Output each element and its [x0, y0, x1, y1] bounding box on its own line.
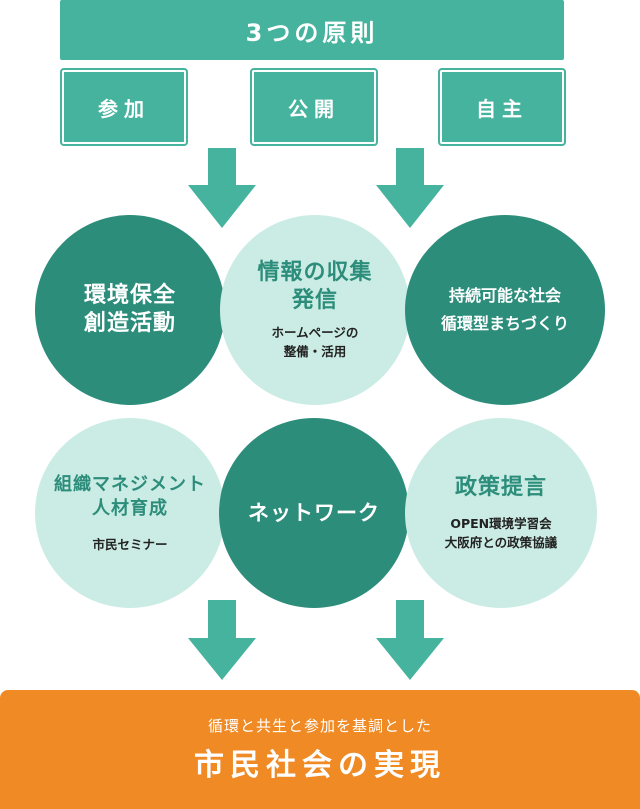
principle-label: 参加 [98, 96, 150, 121]
principles-title: 3つの原則 [245, 18, 379, 47]
down-arrow-bottom-left [188, 600, 256, 680]
down-arrow-bottom-right [376, 600, 444, 680]
circle-title: 持続可能な社会 [448, 286, 561, 305]
principle-autonomy: 自主 [440, 70, 564, 144]
circle-subtitle: OPEN環境学習会 [450, 516, 552, 531]
circle-policy-proposal: 政策提言 OPEN環境学習会 大阪府との政策協議 [405, 418, 597, 608]
circle-subtitle: ホームページの [271, 325, 359, 340]
goal-subtitle: 循環と共生と参加を基調とした [207, 717, 432, 735]
circle-network: ネットワーク [219, 418, 409, 608]
goal-title: 市民社会の実現 [194, 748, 446, 783]
circle-title: 人材育成 [92, 497, 168, 519]
circle-title: 創造活動 [83, 311, 176, 336]
circle-title: 組織マネジメント [54, 473, 206, 495]
principle-label: 公開 [288, 96, 340, 121]
circle-organization-management: 組織マネジメント 人材育成 市民セミナー [35, 418, 225, 608]
circle-title: 発信 [291, 288, 338, 313]
circle-subtitle: 大阪府との政策協議 [444, 535, 558, 550]
circle-subtitle: 市民セミナー [92, 536, 168, 552]
circle-title: ネットワーク [248, 501, 380, 525]
circle-title: 循環型まちづくり [440, 314, 569, 333]
down-arrow-top-right [376, 148, 444, 228]
down-arrow-top-left [188, 148, 256, 228]
principle-openness: 公開 [252, 70, 376, 144]
circle-title: 政策提言 [454, 475, 547, 500]
circle-information: 情報の収集 発信 ホームページの 整備・活用 [220, 215, 410, 405]
circle-sustainable-society: 持続可能な社会 循環型まちづくり [405, 215, 605, 405]
circle-environmental-activity: 環境保全 創造活動 [35, 215, 225, 405]
principles-header: 3つの原則 [60, 0, 564, 60]
goal-banner: 循環と共生と参加を基調とした 市民社会の実現 [0, 690, 640, 809]
principle-label: 自主 [476, 96, 528, 121]
circle-subtitle: 整備・活用 [283, 344, 347, 359]
circle-title: 情報の収集 [257, 260, 373, 285]
principle-participation: 参加 [62, 70, 186, 144]
circle-title: 環境保全 [83, 283, 176, 308]
